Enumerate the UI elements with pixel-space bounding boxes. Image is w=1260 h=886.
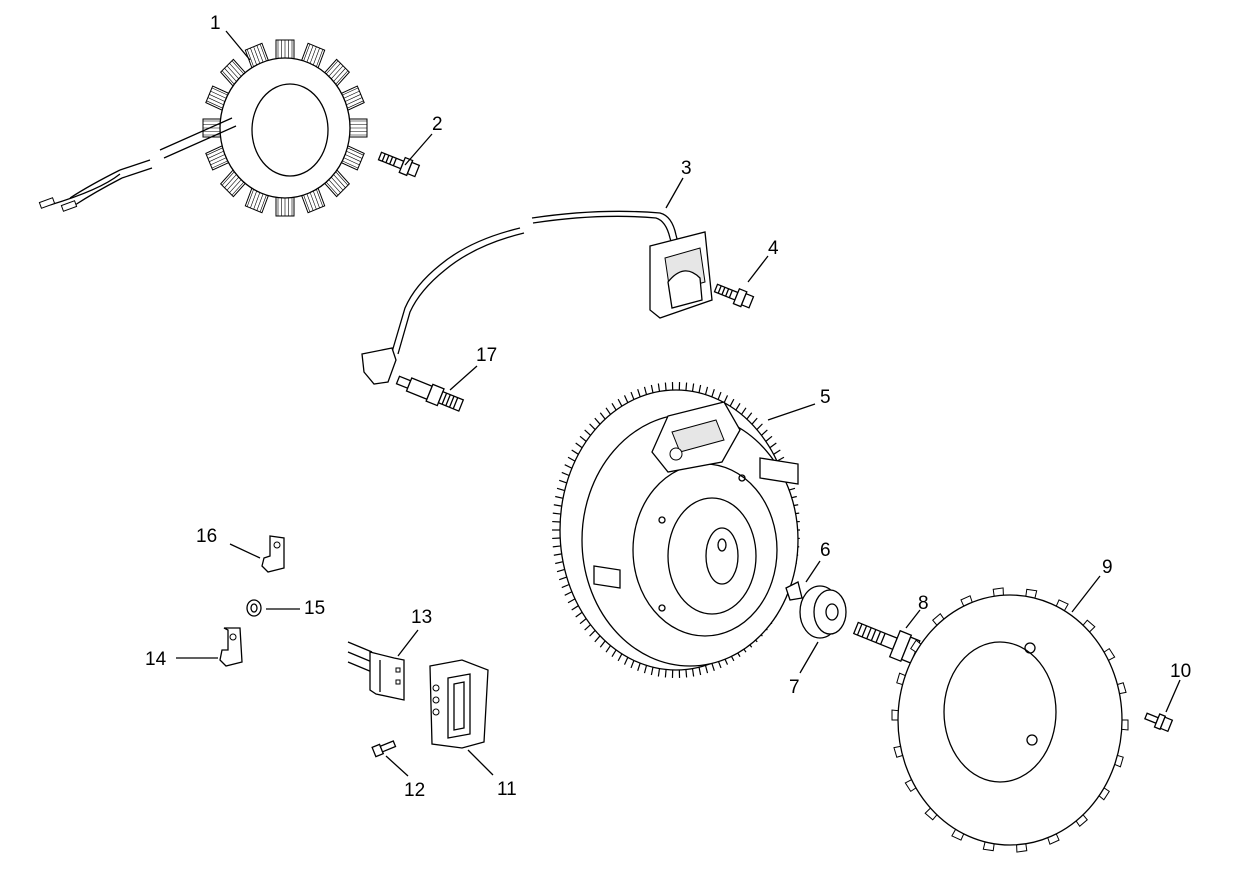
leader-lines <box>176 30 1181 777</box>
callout-12: 12 <box>404 780 425 801</box>
spark-plug-part[interactable] <box>395 372 465 414</box>
callout-14: 14 <box>145 649 167 670</box>
connector-part[interactable] <box>347 641 405 701</box>
callout-labels: 1 2 3 4 5 6 7 8 9 10 11 12 13 14 15 16 1… <box>145 13 1191 801</box>
callout-11: 11 <box>497 779 517 800</box>
washer-part-15[interactable] <box>246 599 262 617</box>
callout-9: 9 <box>1102 557 1113 578</box>
callout-1: 1 <box>210 13 221 34</box>
flywheel-part[interactable] <box>552 382 800 678</box>
bolt-part-2[interactable] <box>377 149 421 179</box>
washer-part[interactable] <box>799 585 847 639</box>
callout-16: 16 <box>196 526 217 547</box>
regulator-part[interactable] <box>429 659 489 749</box>
callout-7: 7 <box>789 677 800 698</box>
stator-part[interactable] <box>38 39 368 217</box>
callout-3: 3 <box>681 158 692 179</box>
callout-15: 15 <box>304 598 325 619</box>
clip-part-16[interactable] <box>261 535 285 573</box>
callout-10: 10 <box>1170 661 1191 682</box>
callout-8: 8 <box>918 593 929 614</box>
screw-part-10[interactable] <box>1143 710 1174 733</box>
callout-5: 5 <box>820 387 831 408</box>
callout-13: 13 <box>411 607 432 628</box>
callout-4: 4 <box>768 238 779 259</box>
ignition-coil-part[interactable] <box>361 210 713 385</box>
screw-part-12[interactable] <box>371 739 397 758</box>
fan-part[interactable] <box>891 587 1129 853</box>
callout-17: 17 <box>476 345 497 366</box>
key-part[interactable] <box>785 581 803 601</box>
clip-part-14[interactable] <box>219 627 243 667</box>
bolt-part-4[interactable] <box>713 281 755 310</box>
callout-2: 2 <box>432 114 443 135</box>
callout-6: 6 <box>820 540 831 561</box>
